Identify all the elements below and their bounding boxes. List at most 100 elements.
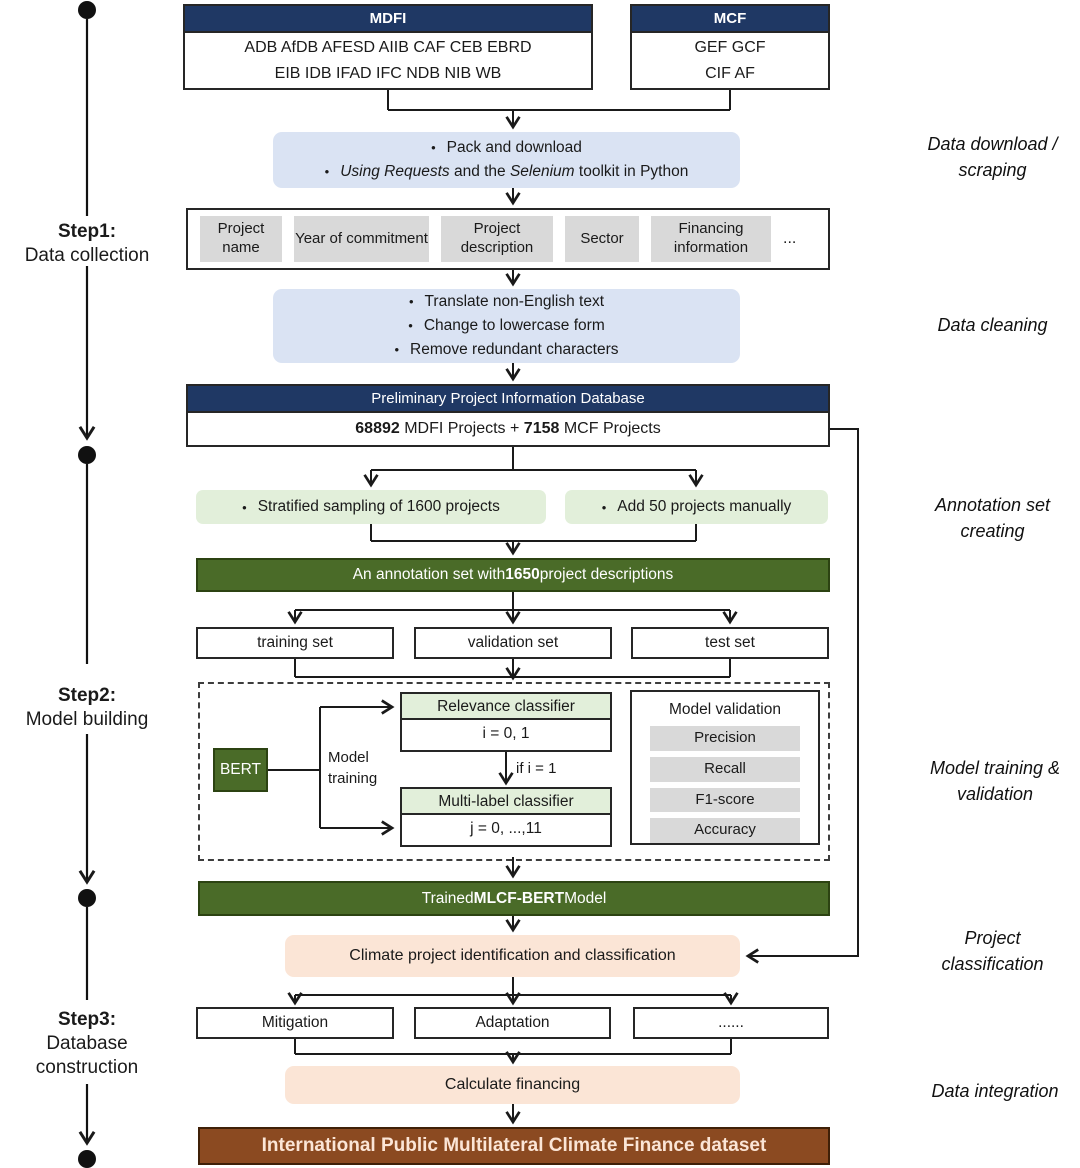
phase-label-annotation: Annotation set creating xyxy=(934,495,1051,541)
download-bullet-2-text: Using Requests and the Selenium toolkit … xyxy=(340,160,688,184)
step2-title: Step2: xyxy=(57,685,117,706)
training-set-box: training set xyxy=(196,627,394,659)
calculate-financing-box: Calculate financing xyxy=(285,1066,740,1104)
plain-text: toolkit in Python xyxy=(574,163,689,180)
model-training-label: Model training xyxy=(328,749,378,787)
cleaning-bullet-2-text: Change to lowercase form xyxy=(423,317,605,334)
plain-text: Model xyxy=(564,889,607,907)
phase-label-classification: Project classification xyxy=(941,928,1044,974)
cleaning-bullet-1-text: Translate non-English text xyxy=(424,293,605,310)
plain-text: Trained xyxy=(421,889,474,907)
plain-text: project descriptions xyxy=(539,566,674,583)
step1-title: Step1: xyxy=(57,221,117,242)
bullet-icon: • xyxy=(242,499,247,515)
test-set-box: test set xyxy=(631,627,829,659)
timeline-dot xyxy=(78,1,96,19)
plain-text: An annotation set with xyxy=(352,566,506,583)
stratified-sampling-box: • Stratified sampling of 1600 projects xyxy=(196,490,546,524)
timeline-dot xyxy=(78,446,96,464)
step3-label: Step3: Database construction xyxy=(12,1008,162,1080)
phase-label-integration: Data integration xyxy=(931,1081,1059,1101)
other-category-box: ...... xyxy=(633,1007,829,1039)
database-body: 68892 MDFI Projects + 7158 MCF Projects xyxy=(188,413,828,444)
manual-add-text: Add 50 projects manually xyxy=(617,498,792,515)
mdfi-body: ADB AfDB AFESD AIIB CAF CEB EBRD EIB IDB… xyxy=(185,33,591,87)
field-chip-project-name: Project name xyxy=(200,216,282,262)
tool-selenium: Selenium xyxy=(509,163,575,180)
condition-label: if i = 1 xyxy=(516,760,557,777)
download-bullet-1-text: Pack and download xyxy=(446,139,582,156)
bullet-icon: • xyxy=(324,164,330,179)
multilabel-classifier-title: Multi-label classifier xyxy=(402,789,610,815)
cleaning-box: • Translate non-English text • Change to… xyxy=(273,289,740,363)
database-box: Preliminary Project Information Database… xyxy=(186,384,830,447)
step3-subtitle: Database construction xyxy=(35,1033,139,1078)
fields-box: Project name Year of commitment Project … xyxy=(186,208,830,270)
field-chip-sector: Sector xyxy=(565,216,639,262)
relevance-classifier-title: Relevance classifier xyxy=(402,694,610,720)
flow-arrows xyxy=(268,90,859,1125)
metric-recall: Recall xyxy=(650,756,800,782)
download-bullet-2: • Using Requests and the Selenium toolki… xyxy=(325,160,689,184)
annotation-count: 1650 xyxy=(505,566,540,583)
bert-box: BERT xyxy=(213,748,268,792)
plain-text: and the xyxy=(449,163,510,180)
bullet-icon: • xyxy=(394,342,400,357)
trained-model-bar: Trained MLCF-BERT Model xyxy=(198,881,830,916)
cleaning-bullet-2: • Change to lowercase form xyxy=(408,314,604,338)
phase-label-training: Model training & validation xyxy=(929,758,1061,804)
bullet-icon: • xyxy=(408,318,413,333)
model-building-container xyxy=(198,682,830,861)
mcf-header: MCF xyxy=(632,6,828,33)
stratified-sampling-text: Stratified sampling of 1600 projects xyxy=(257,498,500,515)
mdfi-line2: EIB IDB IFAD IFC NDB NIB WB xyxy=(274,65,502,82)
tool-requests: Using Requests xyxy=(340,163,450,180)
cleaning-bullet-3: • Remove redundant characters xyxy=(394,338,618,362)
phase-label-download: Data download / scraping xyxy=(927,134,1058,180)
step1-subtitle: Data collection xyxy=(24,245,150,266)
mdfi-line1: ADB AfDB AFESD AIIB CAF CEB EBRD xyxy=(244,39,532,56)
model-validation-box: Model validation Precision Recall F1-sco… xyxy=(630,690,820,845)
bullet-icon: • xyxy=(601,499,607,515)
model-validation-title: Model validation xyxy=(668,701,781,718)
plain-text: MCF Projects xyxy=(559,420,661,437)
metric-f1: F1-score xyxy=(650,787,800,813)
timeline-dot xyxy=(78,1150,96,1168)
phase-label-cleaning: Data cleaning xyxy=(937,315,1048,335)
model-name: MLCF-BERT xyxy=(473,889,565,907)
mitigation-box: Mitigation xyxy=(196,1007,394,1039)
step2-subtitle: Model building xyxy=(25,709,149,730)
database-header: Preliminary Project Information Database xyxy=(188,386,828,413)
adaptation-box: Adaptation xyxy=(414,1007,611,1039)
plain-text: MDFI Projects + xyxy=(399,420,524,437)
fields-ellipsis: ... xyxy=(783,230,797,247)
field-chip-description: Project description xyxy=(441,216,553,262)
bullet-icon: • xyxy=(431,140,436,155)
mcf-line1: GEF GCF xyxy=(694,39,766,56)
validation-set-box: validation set xyxy=(414,627,612,659)
cleaning-bullet-1: • Translate non-English text xyxy=(409,290,604,314)
manual-add-box: • Add 50 projects manually xyxy=(565,490,828,524)
metric-precision: Precision xyxy=(650,726,800,751)
multilabel-classifier-box: Multi-label classifier j = 0, ...,11 xyxy=(400,787,612,847)
bullet-icon: • xyxy=(408,294,414,309)
mcf-body: GEF GCF CIF AF xyxy=(632,33,828,87)
relevance-classifier-box: Relevance classifier i = 0, 1 xyxy=(400,692,612,752)
multilabel-classifier-value: j = 0, ...,11 xyxy=(470,820,542,837)
left-rail xyxy=(78,1,96,1168)
metric-accuracy: Accuracy xyxy=(650,818,800,843)
field-chip-financing: Financing information xyxy=(651,216,771,262)
timeline-dot xyxy=(78,889,96,907)
mcf-count: 7158 xyxy=(523,420,560,437)
download-box: • Pack and download • Using Requests and… xyxy=(273,132,740,188)
mdfi-header: MDFI xyxy=(185,6,591,33)
step3-title: Step3: xyxy=(57,1009,117,1030)
mcf-box: MCF GEF GCF CIF AF xyxy=(630,4,830,90)
mdfi-box: MDFI ADB AfDB AFESD AIIB CAF CEB EBRD EI… xyxy=(183,4,593,90)
mcf-line2: CIF AF xyxy=(705,65,755,82)
download-bullet-1: • Pack and download xyxy=(431,136,582,160)
annotation-set-bar: An annotation set with 1650 project desc… xyxy=(196,558,830,592)
mdfi-count: 68892 xyxy=(355,420,400,437)
